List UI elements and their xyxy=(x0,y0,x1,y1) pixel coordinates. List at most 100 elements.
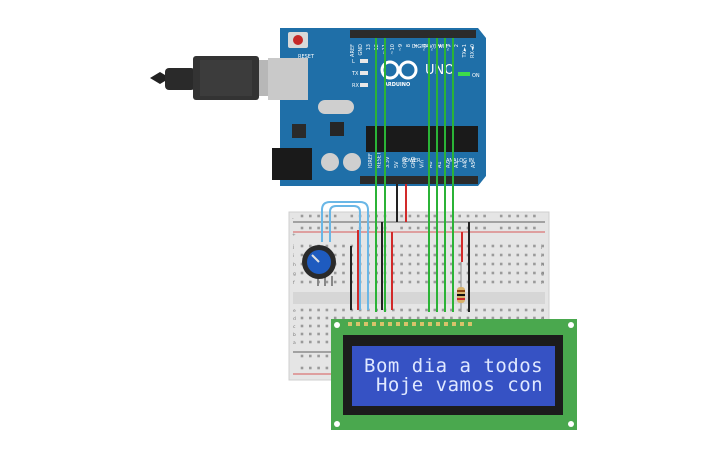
lcd-pin xyxy=(364,322,368,326)
rail-minus-label: - xyxy=(292,217,294,222)
small-chip xyxy=(330,122,344,136)
row-letter: a xyxy=(293,341,296,346)
wires xyxy=(321,38,470,312)
breadboard-hole xyxy=(441,262,445,266)
breadboard-hole xyxy=(433,280,437,284)
breadboard-hole xyxy=(309,332,312,336)
breadboard-hole xyxy=(433,316,437,320)
breadboard-hole xyxy=(516,308,520,312)
breadboard-hole xyxy=(433,244,437,248)
top-pin-label: 8 xyxy=(406,44,412,47)
breadboard-hole xyxy=(375,316,378,320)
breadboard-hole xyxy=(408,308,412,312)
breadboard-hole xyxy=(392,316,395,320)
rail-hole xyxy=(533,214,536,218)
row-letter: c xyxy=(293,325,296,330)
breadboard-hole xyxy=(533,244,536,248)
rail-hole xyxy=(309,366,312,370)
breadboard-hole xyxy=(358,316,362,320)
breadboard-hole xyxy=(309,340,312,344)
breadboard-hole xyxy=(516,262,520,266)
breadboard-hole xyxy=(516,244,520,248)
breadboard-hole xyxy=(483,253,486,257)
breadboard-hole xyxy=(367,316,370,320)
breadboard-hole xyxy=(524,244,528,248)
breadboard-hole xyxy=(392,244,395,248)
breadboard-hole xyxy=(309,316,312,320)
rail-hole xyxy=(475,226,478,230)
analog-header xyxy=(360,176,478,184)
breadboard-hole xyxy=(425,271,428,275)
lcd-pin xyxy=(356,322,360,326)
rail-hole xyxy=(483,226,486,230)
breadboard-hole xyxy=(475,244,478,248)
breadboard-hole xyxy=(333,271,337,275)
breadboard-hole xyxy=(416,262,420,266)
row-letter: f xyxy=(293,280,295,286)
breadboard-hole xyxy=(475,316,478,320)
rail-hole xyxy=(317,214,320,218)
breadboard-channel xyxy=(293,292,545,304)
bottom-pin-label: IOREF xyxy=(368,153,374,168)
power-jack xyxy=(272,148,312,180)
breadboard-hole xyxy=(325,340,329,344)
lcd-line-2: Hoje vamos con xyxy=(364,374,543,396)
breadboard-hole xyxy=(499,316,503,320)
breadboard-hole xyxy=(524,316,528,320)
breadboard-hole xyxy=(300,308,304,312)
breadboard-hole xyxy=(466,316,470,320)
reset-label: RESET xyxy=(298,54,315,60)
rail-plus-label: + xyxy=(292,232,296,238)
bottom-pin-label: 3.3V xyxy=(385,156,391,168)
breadboard-hole xyxy=(458,280,461,284)
bottom-pin-label: A0 xyxy=(428,161,434,168)
breadboard-hole xyxy=(533,316,536,320)
breadboard-hole xyxy=(541,262,544,266)
arduino-logo xyxy=(380,60,418,80)
breadboard-hole xyxy=(499,308,503,312)
breadboard-hole xyxy=(300,262,304,266)
rail-hole xyxy=(533,226,536,230)
breadboard-hole xyxy=(342,271,345,275)
rail-hole xyxy=(516,226,520,230)
on-label: ON xyxy=(472,73,480,79)
rail-hole xyxy=(317,226,320,230)
breadboard-hole xyxy=(433,253,437,257)
breadboard-hole xyxy=(458,316,461,320)
breadboard-hole xyxy=(300,280,304,284)
breadboard-hole xyxy=(499,253,503,257)
rail-hole xyxy=(450,214,453,218)
breadboard-hole xyxy=(475,280,478,284)
breadboard-hole xyxy=(325,244,329,248)
breadboard-hole xyxy=(508,253,511,257)
breadboard-hole xyxy=(333,280,337,284)
breadboard-hole xyxy=(408,262,412,266)
lcd-line-1: Bom dia a todos xyxy=(364,355,543,377)
rail-hole xyxy=(450,226,453,230)
breadboard-hole xyxy=(342,253,345,257)
breadboard-hole xyxy=(508,262,511,266)
breadboard-hole xyxy=(491,244,495,248)
rail-hole xyxy=(309,354,312,358)
status-led-label: RX xyxy=(352,83,359,89)
rail-hole xyxy=(408,214,412,218)
bottom-pin-label: A1 xyxy=(437,161,443,168)
breadboard-hole xyxy=(441,271,445,275)
top-pin-label: TX►1 xyxy=(462,44,468,59)
bottom-pin-label: 5V xyxy=(394,161,400,168)
rail-hole xyxy=(400,226,403,230)
breadboard-hole xyxy=(516,253,520,257)
breadboard-hole xyxy=(450,280,453,284)
breadboard-hole xyxy=(441,308,445,312)
breadboard-hole xyxy=(458,271,461,275)
breadboard-hole xyxy=(425,262,428,266)
breadboard-hole xyxy=(533,262,536,266)
breadboard-hole xyxy=(483,244,486,248)
breadboard-hole xyxy=(491,262,495,266)
potentiometer[interactable] xyxy=(302,245,336,286)
bottom-pin-label: A3 xyxy=(454,161,460,168)
breadboard-hole xyxy=(499,262,503,266)
breadboard-hole xyxy=(309,324,312,328)
breadboard-hole xyxy=(317,308,320,312)
